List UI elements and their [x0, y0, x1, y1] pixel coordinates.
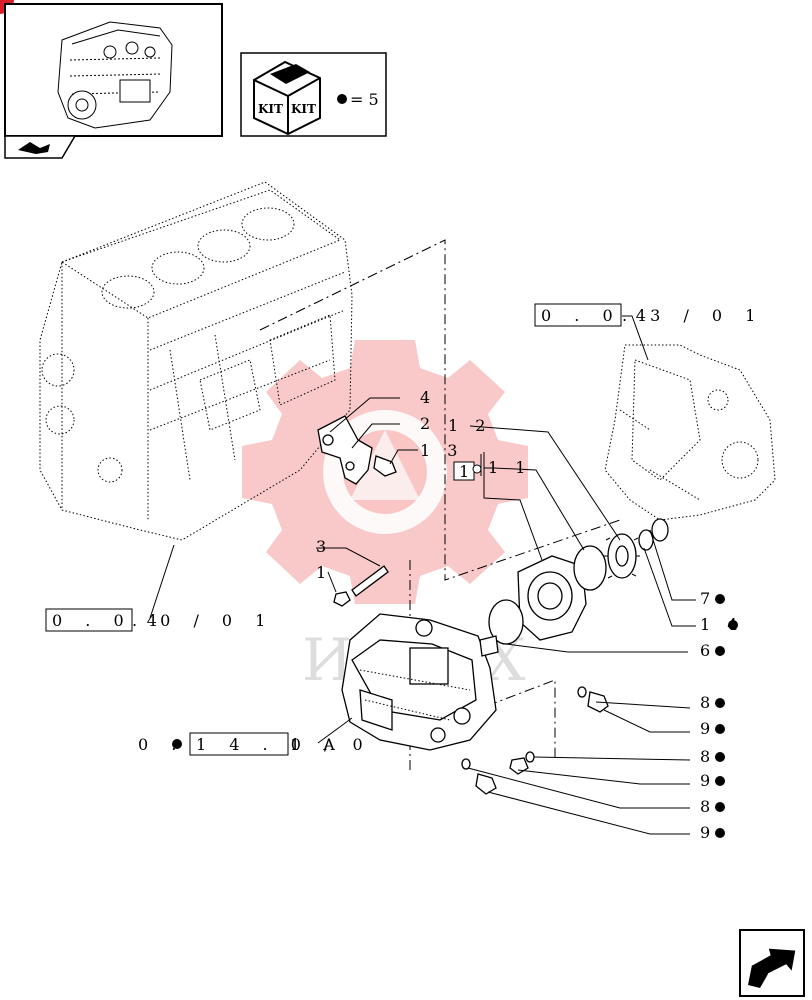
- injection-pump-part: [341, 613, 499, 751]
- fitting-set-3: [461, 758, 497, 795]
- callout-7: 7: [700, 589, 710, 608]
- kit-quantity: = 5: [350, 90, 379, 109]
- reference-bottom[interactable]: 0 . 1 4 . 0 / 0 1 A: [138, 732, 372, 756]
- callout-9a: 9: [700, 719, 710, 738]
- flange-part: [517, 555, 587, 641]
- next-page-button[interactable]: [739, 929, 805, 997]
- gear-12-part: [604, 533, 640, 579]
- reference-bottom-suffix: 1 A: [290, 735, 344, 754]
- nut-1-part: [333, 591, 351, 607]
- callout-8c: 8: [700, 797, 710, 816]
- callout-8a-dot: [715, 698, 725, 708]
- kit-label-left: KIT: [258, 102, 283, 116]
- nut-7-part: [651, 518, 669, 542]
- gasket-plate-part: [317, 415, 373, 485]
- callout-9b-dot: [715, 776, 725, 786]
- kit-box: KIT KIT = 5: [240, 52, 387, 137]
- callout-4: 4: [420, 388, 430, 407]
- reference-top-right-code: 0 . 0 4: [541, 306, 655, 325]
- callout-6-dot: [715, 646, 725, 656]
- reference-left-code: 0 . 0 4: [52, 611, 166, 630]
- engine-thumbnail[interactable]: [0, 0, 223, 159]
- callout-12: 1 2: [448, 416, 491, 435]
- bolt-13-part: [373, 455, 397, 477]
- callout-14-dot: [728, 620, 738, 630]
- callout-8c-dot: [715, 802, 725, 812]
- kit-label-right: KIT: [291, 102, 316, 116]
- reference-top-right-suffix: . 3 / 0 1: [622, 306, 764, 325]
- reference-bottom-code: 1 4 . 0 / 0: [196, 735, 372, 754]
- callout-9b: 9: [700, 771, 710, 790]
- callout-8b-dot: [715, 752, 725, 762]
- engine-thumbnail-icon: [57, 21, 173, 129]
- reference-left-suffix: . 0 / 0 1: [132, 611, 274, 630]
- callout-8a: 8: [700, 693, 710, 712]
- oring-11-part: [573, 545, 607, 591]
- callout-6: 6: [700, 641, 710, 660]
- callout-7-dot: [715, 594, 725, 604]
- callout-10: 1: [459, 462, 469, 481]
- engine-block: [39, 181, 353, 541]
- reference-left[interactable]: 0 . 0 4 . 0 / 0 1: [45, 608, 274, 632]
- callout-1: 1: [316, 563, 326, 582]
- fitting-set-1: [577, 686, 609, 713]
- callouts: 4 2 1 3 1 2 1 1 1 3 1 7 1 4 6 8 9 8 9 8 …: [316, 388, 743, 842]
- callout-3: 3: [316, 537, 326, 556]
- callout-9c: 9: [700, 823, 710, 842]
- callout-13: 1 3: [420, 441, 463, 460]
- timing-cover: [604, 344, 776, 521]
- callout-2: 2: [420, 414, 430, 433]
- reference-top-right[interactable]: 0 . 0 4 . 3 / 0 1: [534, 303, 764, 327]
- callout-11: 1 1: [488, 458, 531, 477]
- callout-9a-dot: [715, 724, 725, 734]
- stud-3-part: [351, 565, 389, 597]
- callout-14: 1 4: [700, 615, 743, 634]
- kit-dot-icon: [337, 94, 347, 104]
- callout-8b: 8: [700, 747, 710, 766]
- callout-10-dot: [472, 464, 482, 474]
- callout-9c-dot: [715, 828, 725, 838]
- reference-bottom-dot: [172, 739, 182, 749]
- kit-box-icon: KIT KIT: [253, 60, 321, 136]
- page-arrow-icon: [18, 142, 50, 154]
- leader-lines: [149, 315, 696, 835]
- reference-bottom-prefix: 0 .: [138, 735, 185, 754]
- next-page-arrow-icon: [748, 947, 797, 988]
